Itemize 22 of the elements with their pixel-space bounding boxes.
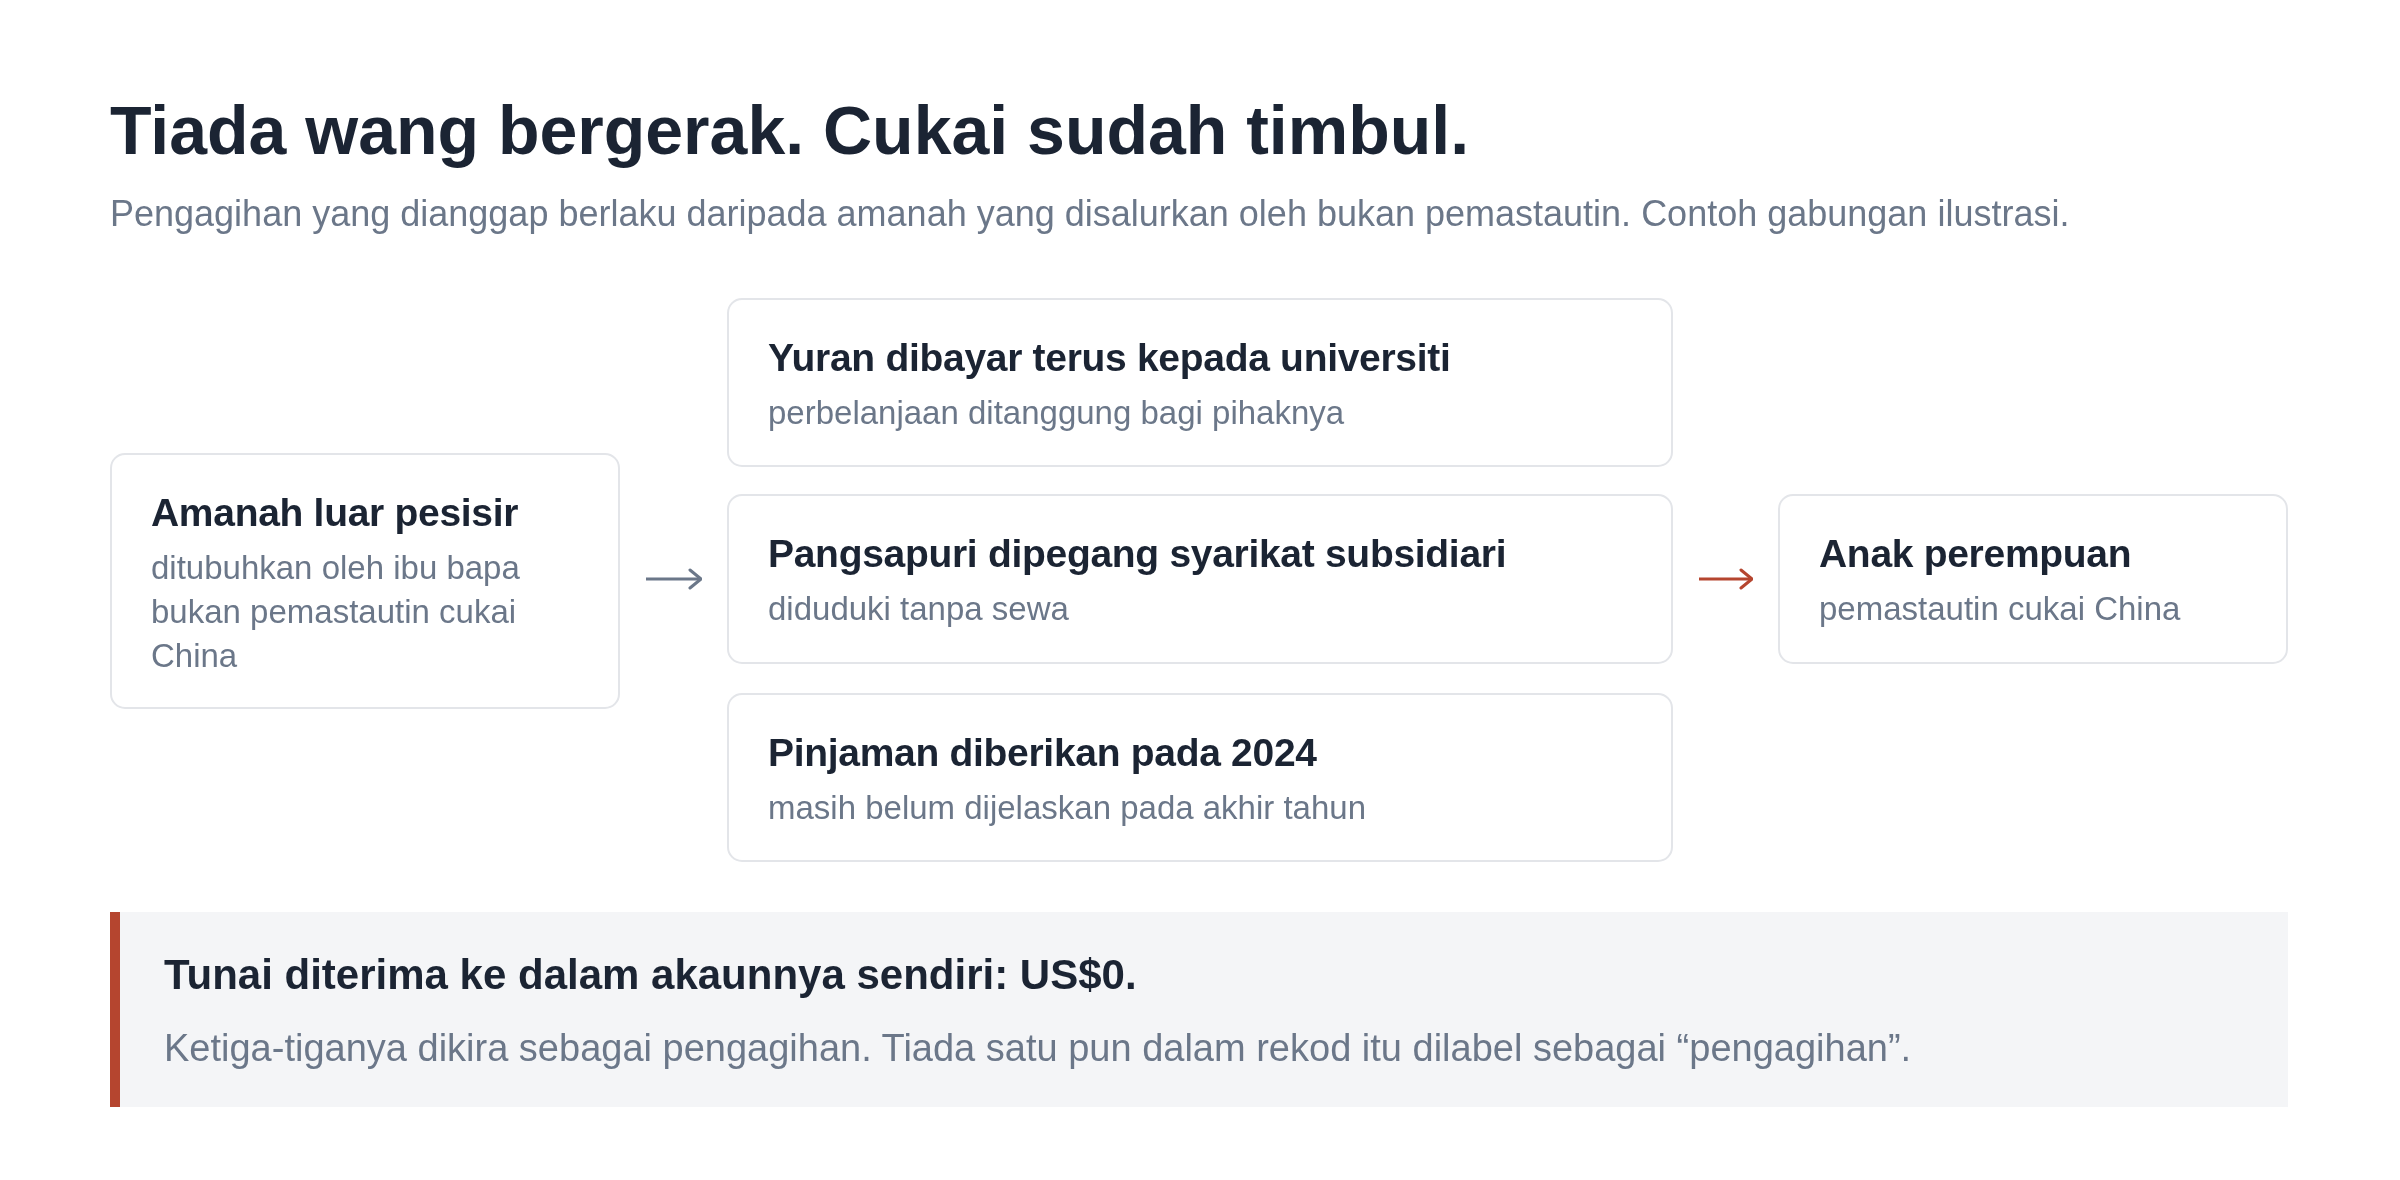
card-title: Yuran dibayar terus kepada universiti — [768, 335, 1452, 381]
card — [727, 693, 1673, 862]
arrow — [1699, 568, 1754, 590]
card — [1778, 494, 2288, 664]
card — [727, 298, 1673, 467]
card-title: Amanah luar pesisir — [151, 490, 520, 536]
callout-text: Ketiga-tiganya dikira sebagai pengagihan. Tiada satu pun dalam rekod itu dilabel sebagai “pengagihan”. — [164, 1026, 1913, 1071]
title: Tiada wang bergerak. Cukai sudah timbul. — [110, 91, 1470, 170]
arrow — [646, 568, 703, 590]
card-description: perbelanjaan ditanggung bagi pihaknya — [768, 393, 1346, 433]
card-description: diduduki tanpa sewa — [768, 589, 1070, 629]
card-description: masih belum dijelaskan pada akhir tahun — [768, 788, 1368, 828]
card — [110, 453, 620, 709]
card-description: pemastautin cukai China — [1819, 589, 2182, 629]
card-title: Pangsapuri dipegang syarikat subsidiari — [768, 531, 1508, 577]
card — [727, 494, 1673, 664]
card-title: Anak perempuan — [1819, 531, 2133, 577]
subtitle: Pengagihan yang dianggap berlaku daripada amanah yang disalurkan oleh bukan pemastautin. Contoh gabungan ilustrasi. — [110, 192, 2070, 236]
card-description: ditubuhkan oleh ibu bapa bukan pemastautin cukai China — [151, 548, 521, 676]
callout-panel — [110, 912, 2288, 1107]
card-title: Pinjaman diberikan pada 2024 — [768, 730, 1318, 776]
callout-heading: Tunai diterima ke dalam akaunnya sendiri: US$0. — [164, 950, 1138, 1000]
